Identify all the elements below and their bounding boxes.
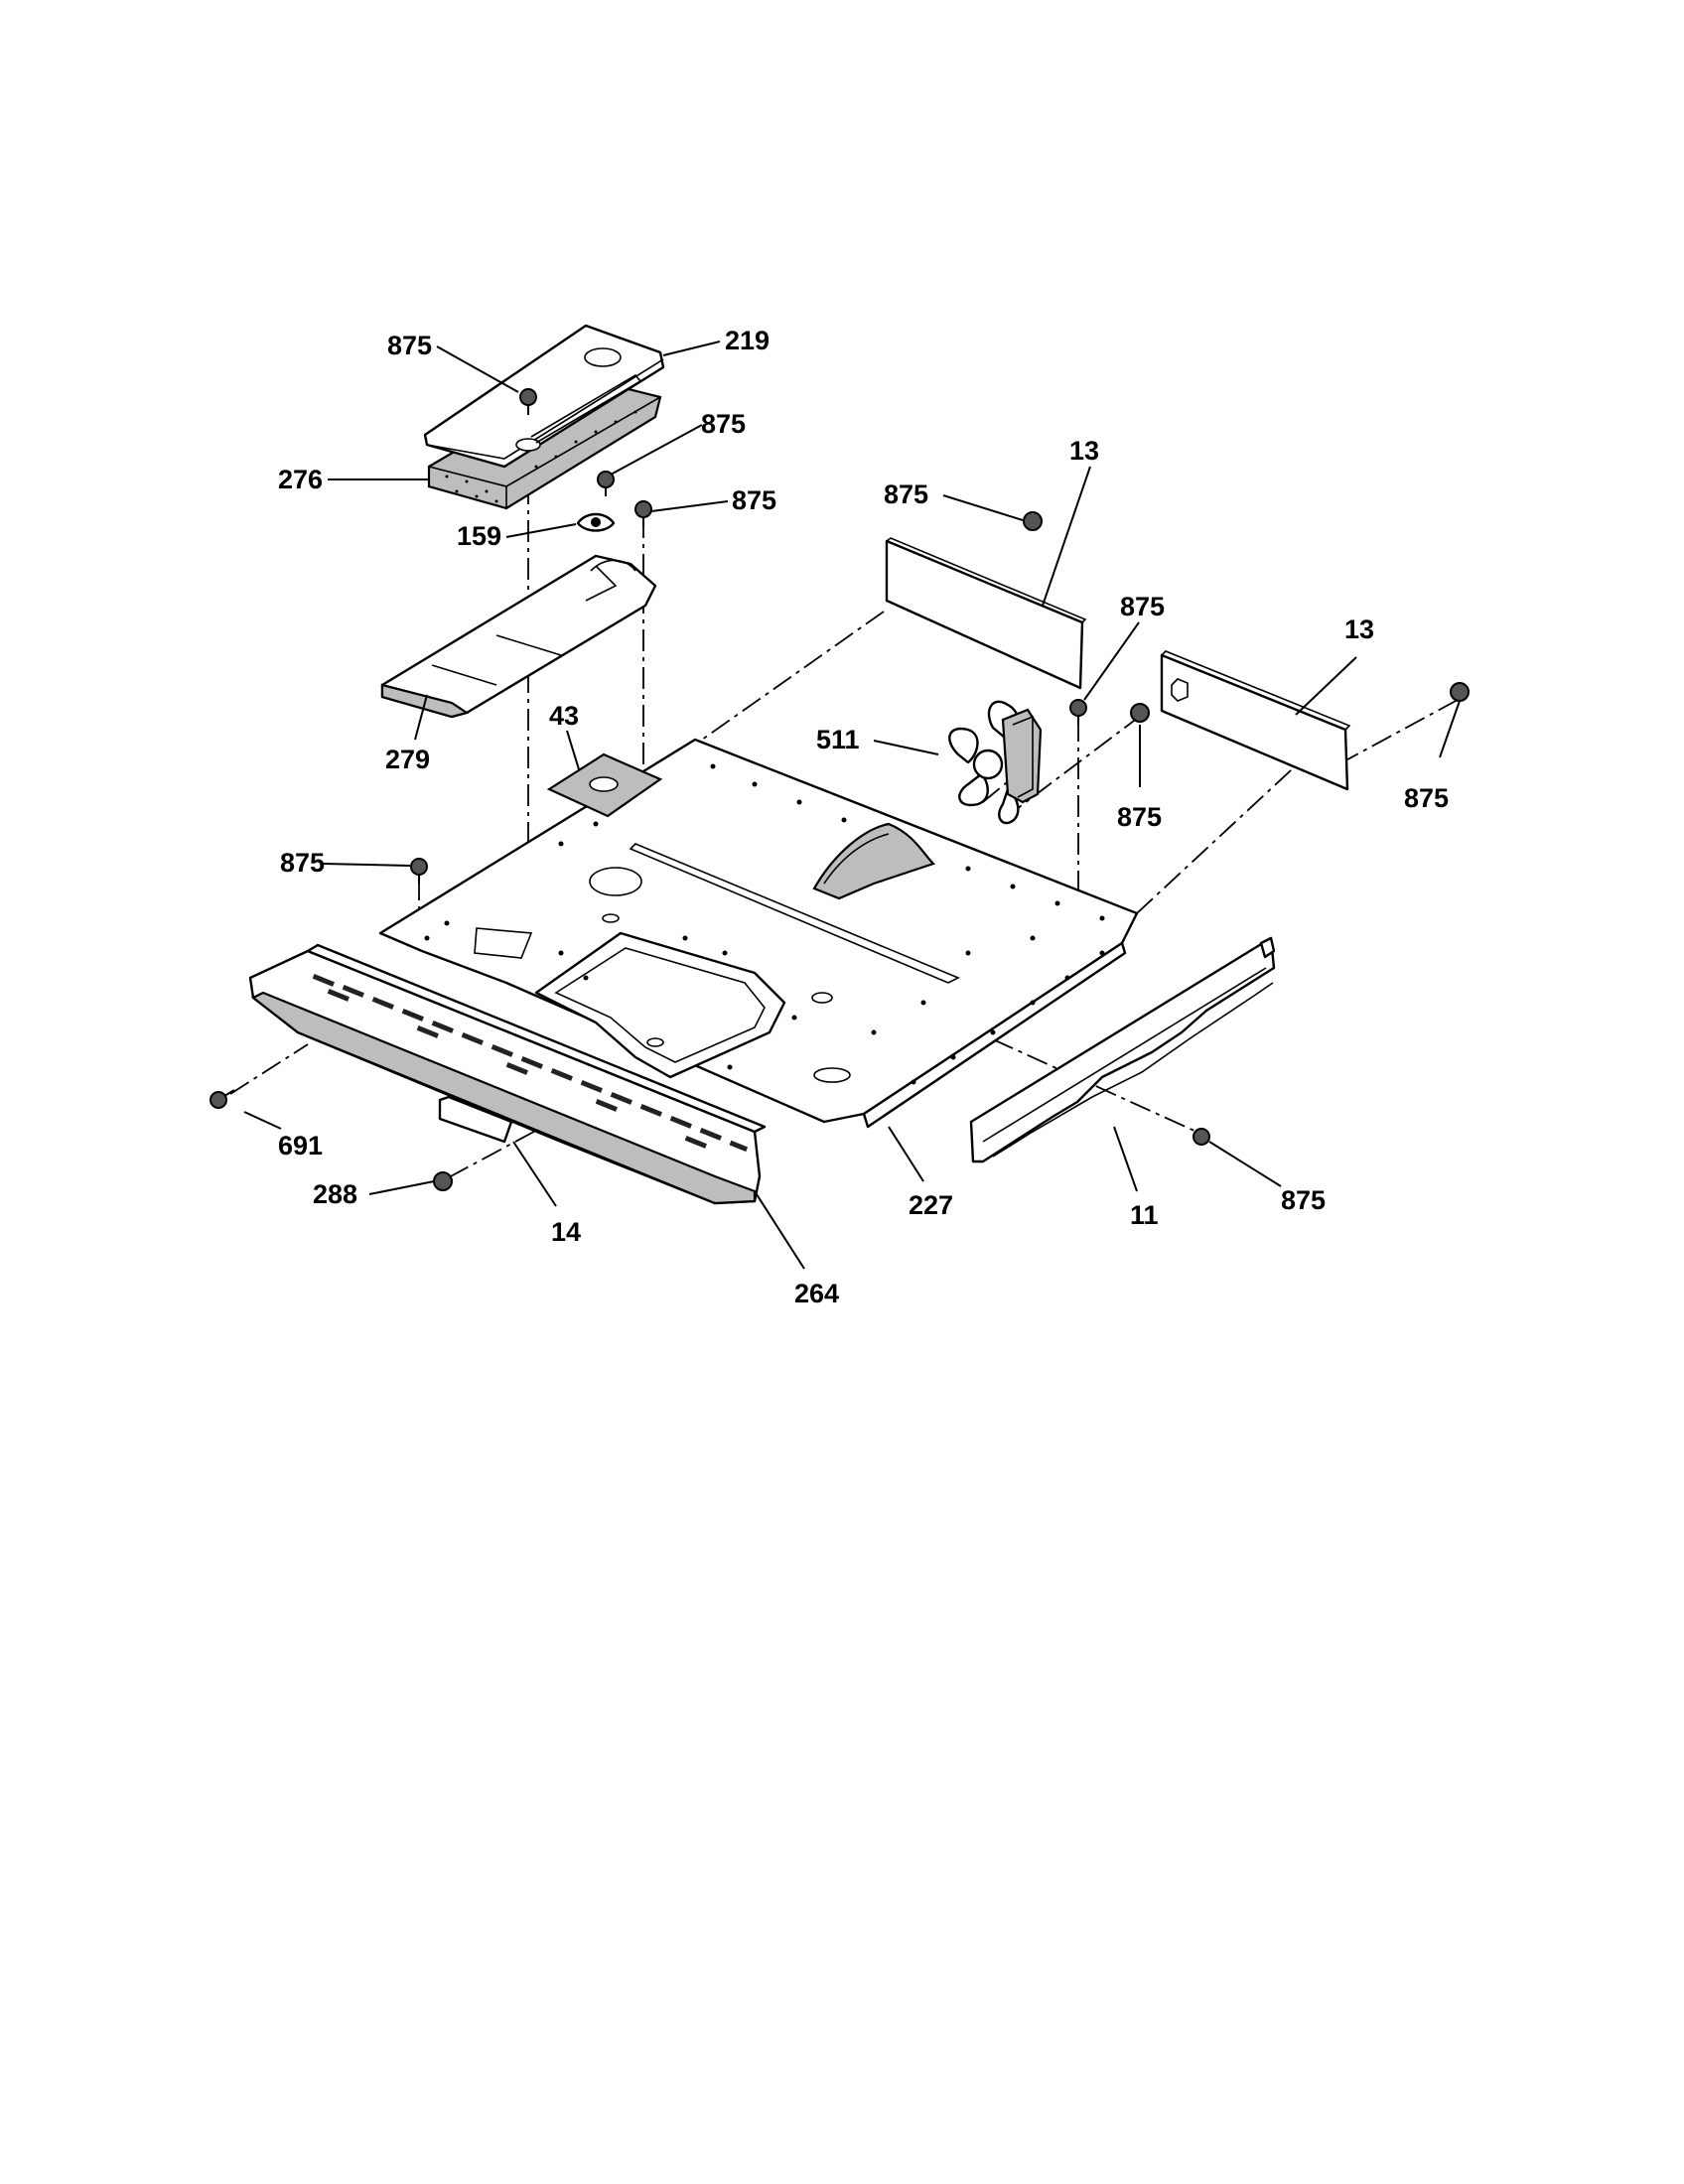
- rear-panel-right: [1160, 650, 1351, 791]
- screw-icon: [433, 1171, 453, 1191]
- part-label: 43: [549, 701, 579, 731]
- part-label: 279: [385, 745, 430, 774]
- part-label: 13: [1344, 614, 1374, 644]
- thermostat-159: [576, 512, 616, 532]
- screws: [210, 388, 1470, 1191]
- part-label: 511: [816, 725, 860, 754]
- part-label: 219: [725, 326, 770, 355]
- part-label: 276: [278, 465, 323, 494]
- part-label: 227: [909, 1190, 953, 1220]
- part-label: 159: [457, 521, 501, 551]
- panel-rivet-dots: [424, 763, 1105, 1085]
- part-label: 875: [1404, 783, 1449, 813]
- screw-icon: [210, 1089, 235, 1109]
- part-label: 264: [794, 1279, 839, 1308]
- side-rail: [969, 936, 1276, 1163]
- part-label: 875: [280, 848, 325, 878]
- air-duct: [380, 554, 657, 719]
- screw-icon: [1193, 1128, 1210, 1146]
- screw-icon: [1069, 699, 1087, 725]
- part-labels: 875 219 875 276 875 159 875 13 875 13 27…: [278, 326, 1449, 1308]
- part-label: 875: [387, 331, 432, 360]
- fan-motor: [948, 700, 1043, 825]
- part-label: 13: [1069, 436, 1099, 466]
- leader-lines: [243, 341, 1461, 1270]
- screw-icon: [519, 388, 537, 415]
- gasket-43: [546, 752, 663, 818]
- insulation-speckles: [445, 410, 637, 503]
- screw-icon: [597, 471, 615, 496]
- rear-panel-left: [885, 537, 1087, 690]
- part-label: 875: [884, 479, 928, 509]
- screw-icon: [1130, 703, 1150, 723]
- screw-icon: [634, 500, 652, 526]
- part-label: 288: [313, 1179, 357, 1209]
- bracket-plate: [438, 1095, 513, 1144]
- trim-slots: [312, 974, 749, 1153]
- part-label: 875: [1117, 802, 1162, 832]
- part-label: 875: [732, 485, 776, 515]
- screw-icon: [410, 858, 428, 884]
- floor-panel: [378, 738, 1139, 1129]
- part-label: 14: [551, 1217, 581, 1247]
- front-trim: [248, 943, 767, 1205]
- screw-icon: [1450, 682, 1470, 702]
- part-label: 875: [1120, 592, 1165, 621]
- part-label: 11: [1130, 1200, 1159, 1230]
- screw-icon: [1023, 511, 1043, 531]
- part-label: 875: [1281, 1185, 1326, 1215]
- part-label: 691: [278, 1131, 323, 1160]
- top-cover: [423, 324, 665, 469]
- part-label: 875: [701, 409, 746, 439]
